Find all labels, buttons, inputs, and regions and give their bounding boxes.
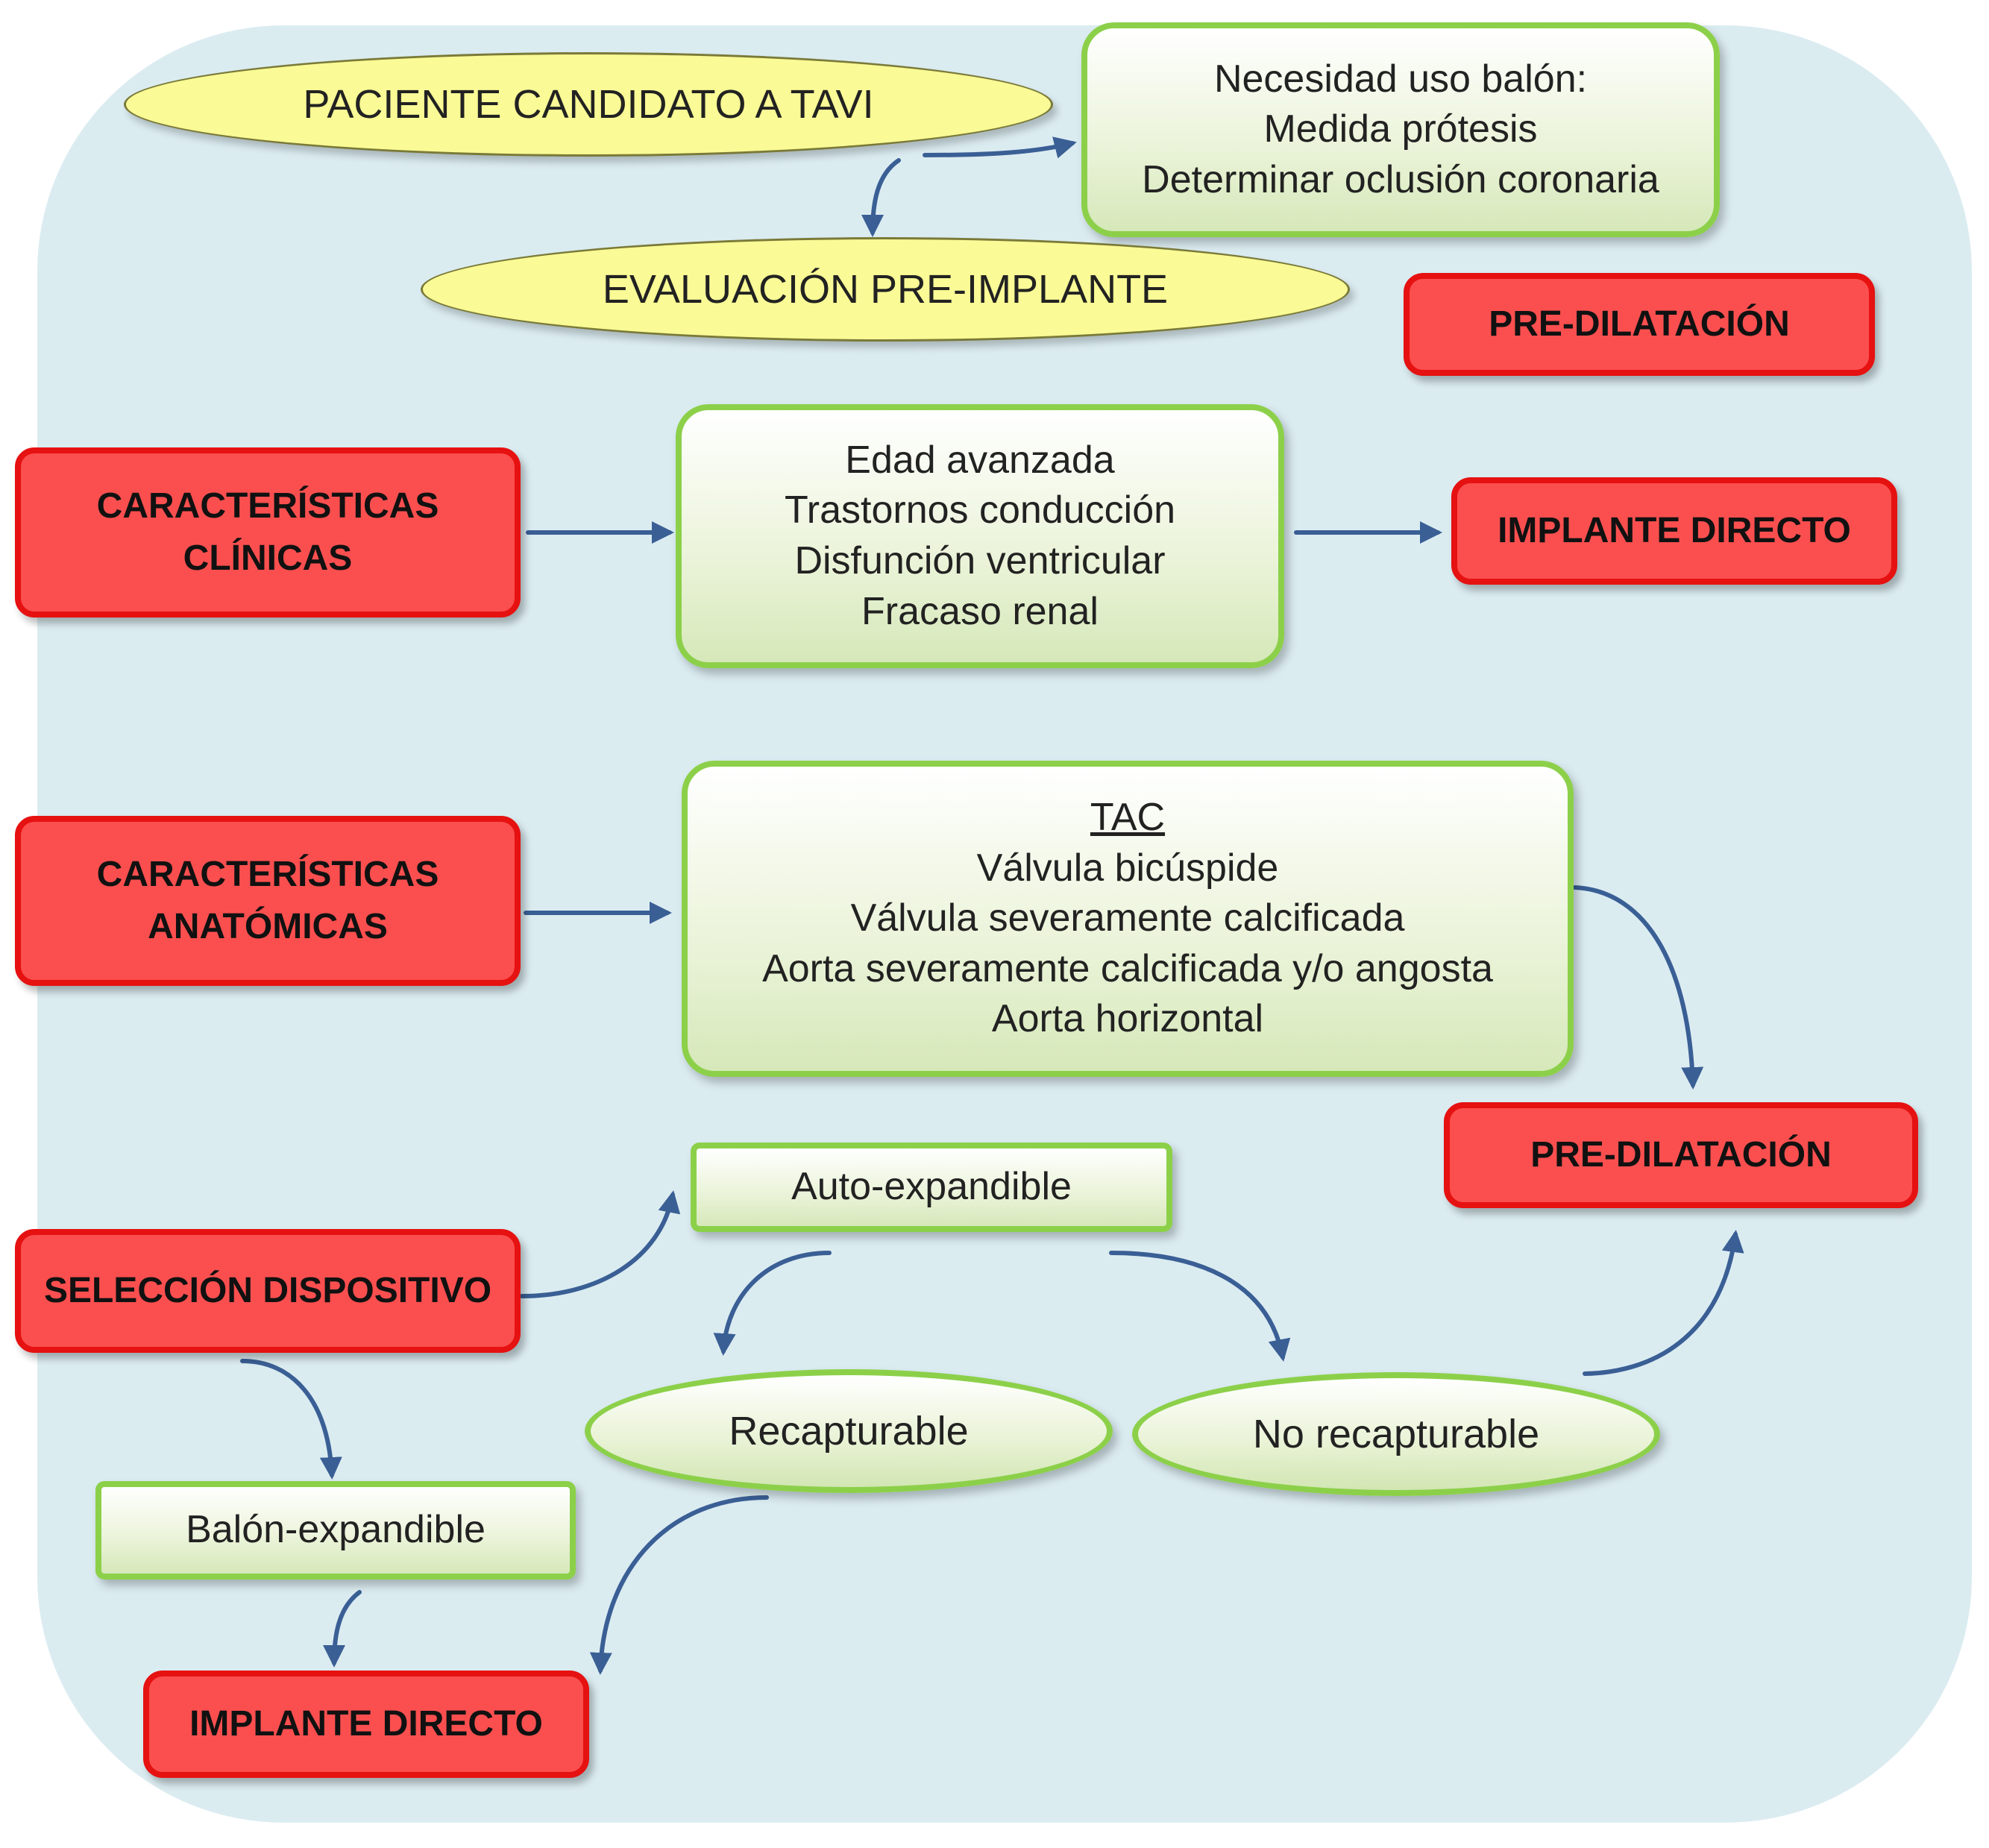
necesidad-line-1: Necesidad uso balón: [1213,57,1588,101]
evaluacion-pre-implante-ellipse: EVALUACIÓN PRE-IMPLANTE [421,237,1350,342]
recapturable-label: Recapturable [729,1409,969,1453]
clinicas-line-1: CARACTERÍSTICAS [96,486,439,527]
arrow-paciente-to-evaluacion [861,158,901,237]
no-recapturable-label: No recapturable [1252,1412,1540,1456]
balon-expandible-box: Balón-expandible [95,1481,576,1580]
arrow-paciente-to-necesidad [923,136,1077,159]
pre-dilatacion-right-label: PRE-DILATACIÓN [1530,1135,1832,1175]
clinicas-list-box: Edad avanzada Trastornos conducción Disf… [676,404,1284,668]
necesidad-line-2: Medida prótesis [1263,107,1538,151]
caracteristicas-anatomicas-box: CARACTERÍSTICAS ANATÓMICAS [15,816,521,986]
no-recapturable-ellipse: No recapturable [1132,1372,1660,1496]
auto-expandible-box: Auto-expandible [691,1143,1172,1232]
pre-dilatacion-top-label: PRE-DILATACIÓN [1489,304,1790,345]
implante-directo-right-label: IMPLANTE DIRECTO [1498,511,1851,551]
arrow-seleccion-to-balon [240,1359,342,1480]
tac-box: TAC Válvula bicúspide Válvula severament… [682,761,1574,1077]
implante-directo-right-box: IMPLANTE DIRECTO [1451,477,1897,585]
clinicas-line-2: CLÍNICAS [183,538,353,578]
tac-item-2: Válvula severamente calcificada [850,896,1405,940]
balon-expandible-label: Balón-expandible [186,1508,486,1552]
paciente-candidato-ellipse: PACIENTE CANDIDATO A TAVI [124,52,1053,157]
anatomicas-line-1: CARACTERÍSTICAS [96,855,439,895]
arrow-tac-to-predilatacion [1573,885,1704,1090]
implante-directo-bottom-box: IMPLANTE DIRECTO [143,1671,589,1778]
evaluacion-label: EVALUACIÓN PRE-IMPLANTE [602,267,1169,312]
clinicas-item-4: Fracaso renal [861,589,1099,633]
auto-expandible-label: Auto-expandible [791,1165,1072,1209]
clinicas-item-1: Edad avanzada [845,438,1115,482]
implante-directo-bottom-label: IMPLANTE DIRECTO [189,1704,543,1744]
arrow-recapturable-to-implante [589,1495,769,1675]
tac-item-4: Aorta horizontal [991,997,1264,1041]
arrow-auto-to-norecapturable [1109,1251,1291,1362]
necesidad-balon-box: Necesidad uso balón: Medida prótesis Det… [1081,22,1720,237]
tac-item-3: Aorta severamente calcificada y/o angost… [762,946,1493,990]
seleccion-dispositivo-box: SELECCIÓN DISPOSITIVO [15,1229,521,1353]
arrow-balon-to-implante [323,1590,362,1668]
seleccion-dispositivo-label: SELECCIÓN DISPOSITIVO [43,1271,492,1311]
paciente-candidato-label: PACIENTE CANDIDATO A TAVI [303,82,874,127]
tac-item-1: Válvula bicúspide [976,846,1279,890]
clinicas-item-3: Disfunción ventricular [794,539,1166,582]
caracteristicas-clinicas-box: CARACTERÍSTICAS CLÍNICAS [15,447,521,617]
pre-dilatacion-right-box: PRE-DILATACIÓN [1444,1102,1918,1208]
arrow-auto-to-recapturable [713,1251,832,1356]
arrow-norecapturable-to-predilatacion [1583,1230,1744,1376]
clinicas-item-2: Trastornos conducción [784,488,1176,532]
pre-dilatacion-top-box: PRE-DILATACIÓN [1404,273,1875,376]
tac-title: TAC [1090,796,1166,840]
recapturable-ellipse: Recapturable [585,1369,1113,1493]
anatomicas-line-2: ANATÓMICAS [148,907,388,946]
arrow-seleccion-to-auto [520,1190,681,1298]
necesidad-line-3: Determinar oclusión coronaria [1142,157,1659,201]
